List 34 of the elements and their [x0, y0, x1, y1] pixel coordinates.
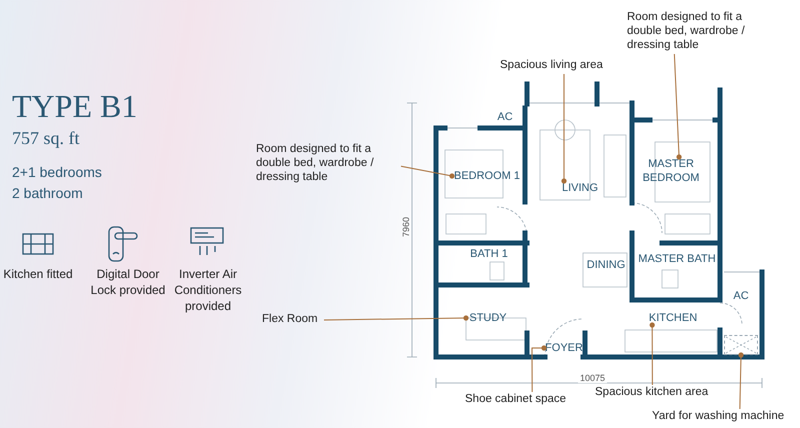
leader-line: [400, 166, 455, 179]
room-label: MASTER BEDROOM: [640, 157, 702, 185]
callout-text: Room designed to fit a double bed, wardrobe / dressing table: [627, 10, 775, 54]
dimension-label: 10075: [578, 373, 608, 383]
leader-line: [324, 315, 469, 321]
leader-line: [561, 74, 567, 184]
room-label: BEDROOM 1: [452, 169, 522, 183]
room-label: FOYER: [544, 341, 584, 355]
title-heading: TYPE B1: [12, 88, 138, 125]
callout-text: Spacious kitchen area: [595, 385, 735, 401]
room-label: BATH 1: [470, 247, 508, 261]
leader-line: [738, 352, 744, 410]
leader-line: [650, 322, 655, 386]
dimension-label: 7960: [401, 216, 412, 238]
room-label: LIVING: [560, 181, 600, 195]
bathroom-count-text: 2 bathroom: [12, 185, 83, 201]
callout-text: Yard for washing machine: [652, 409, 796, 425]
feature-text: Inverter Air Conditioners provided: [173, 266, 243, 314]
callout-text: Shoe cabinet space: [465, 392, 577, 408]
callout-text: Flex Room: [262, 312, 324, 328]
room-label: MASTER BATH: [638, 252, 716, 266]
area-text: 757 sq. ft: [12, 128, 80, 149]
leader-line: [674, 54, 682, 160]
room-label: KITCHEN: [647, 311, 699, 325]
room-label: STUDY: [466, 311, 510, 325]
yard-area: [724, 335, 758, 355]
bedroom-count-text: 2+1 bedrooms: [12, 164, 102, 180]
feature-text: Kitchen fitted: [2, 266, 74, 282]
feature-text: Digital Door Lock provided: [90, 266, 166, 298]
callout-text: Room designed to fit a double bed, wardrobe / dressing table: [256, 142, 401, 186]
room-label: AC: [493, 110, 517, 124]
room-label: AC: [730, 289, 752, 303]
callout-text: Spacious living area: [500, 58, 635, 74]
leader-line: [532, 345, 547, 392]
